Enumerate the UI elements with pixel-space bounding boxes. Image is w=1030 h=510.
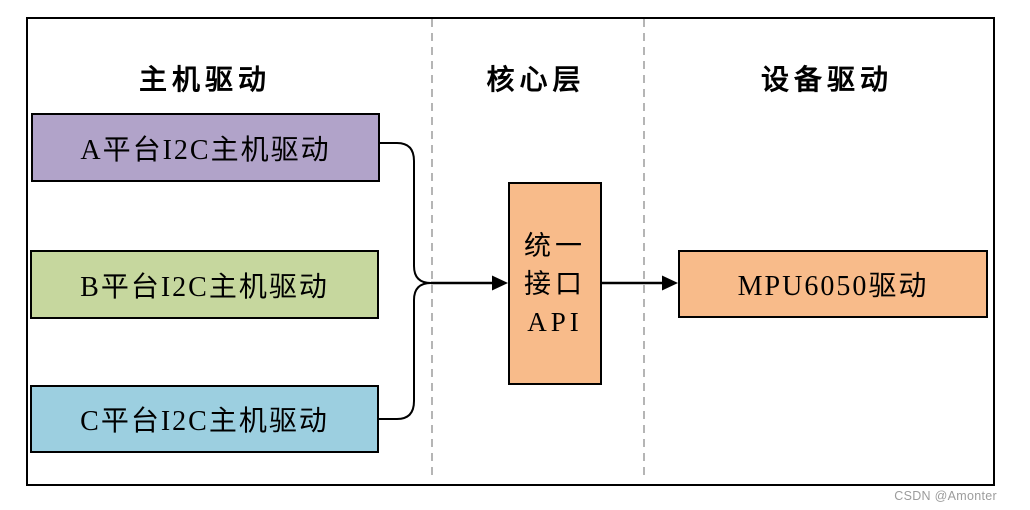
box-platform-a-i2c-host-driver: A平台I2C主机驱动 (31, 113, 380, 182)
watermark-text: CSDN @Amonter (894, 489, 997, 503)
box-unified-api: 统一 接口 API (508, 182, 602, 385)
box-mpu6050-driver: MPU6050驱动 (678, 250, 988, 318)
box-platform-c-i2c-host-driver: C平台I2C主机驱动 (30, 385, 379, 453)
unified-api-line-3: API (527, 306, 583, 337)
column-header-device-driver: 设备驱动 (760, 65, 894, 96)
box-platform-b-i2c-host-driver: B平台I2C主机驱动 (30, 250, 379, 319)
unified-api-line-1: 统一 (524, 230, 586, 261)
unified-api-line-2: 接口 (524, 268, 586, 299)
column-header-host-driver: 主机驱动 (138, 65, 272, 96)
column-header-core-layer: 核心层 (486, 65, 586, 96)
